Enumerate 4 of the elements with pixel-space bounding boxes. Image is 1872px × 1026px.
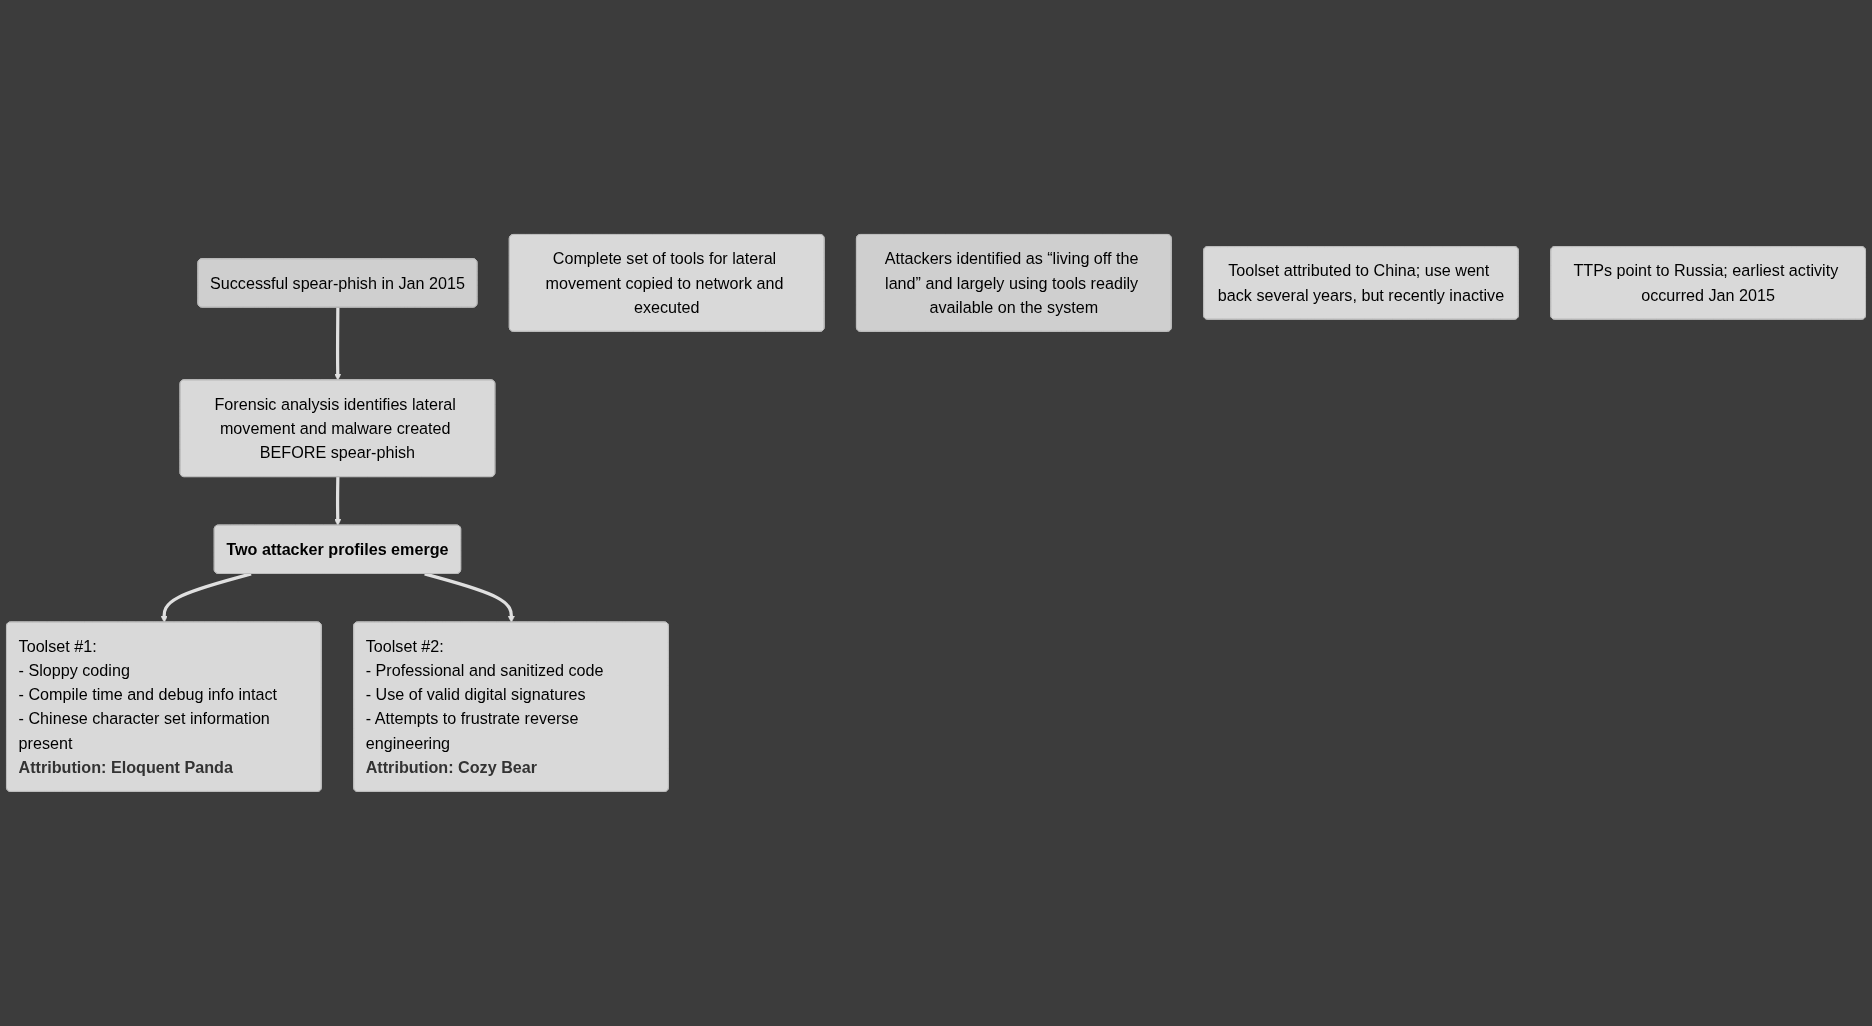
arrow	[424, 572, 515, 623]
arrow	[334, 307, 342, 381]
arrow	[334, 477, 342, 526]
arrow	[160, 572, 252, 623]
